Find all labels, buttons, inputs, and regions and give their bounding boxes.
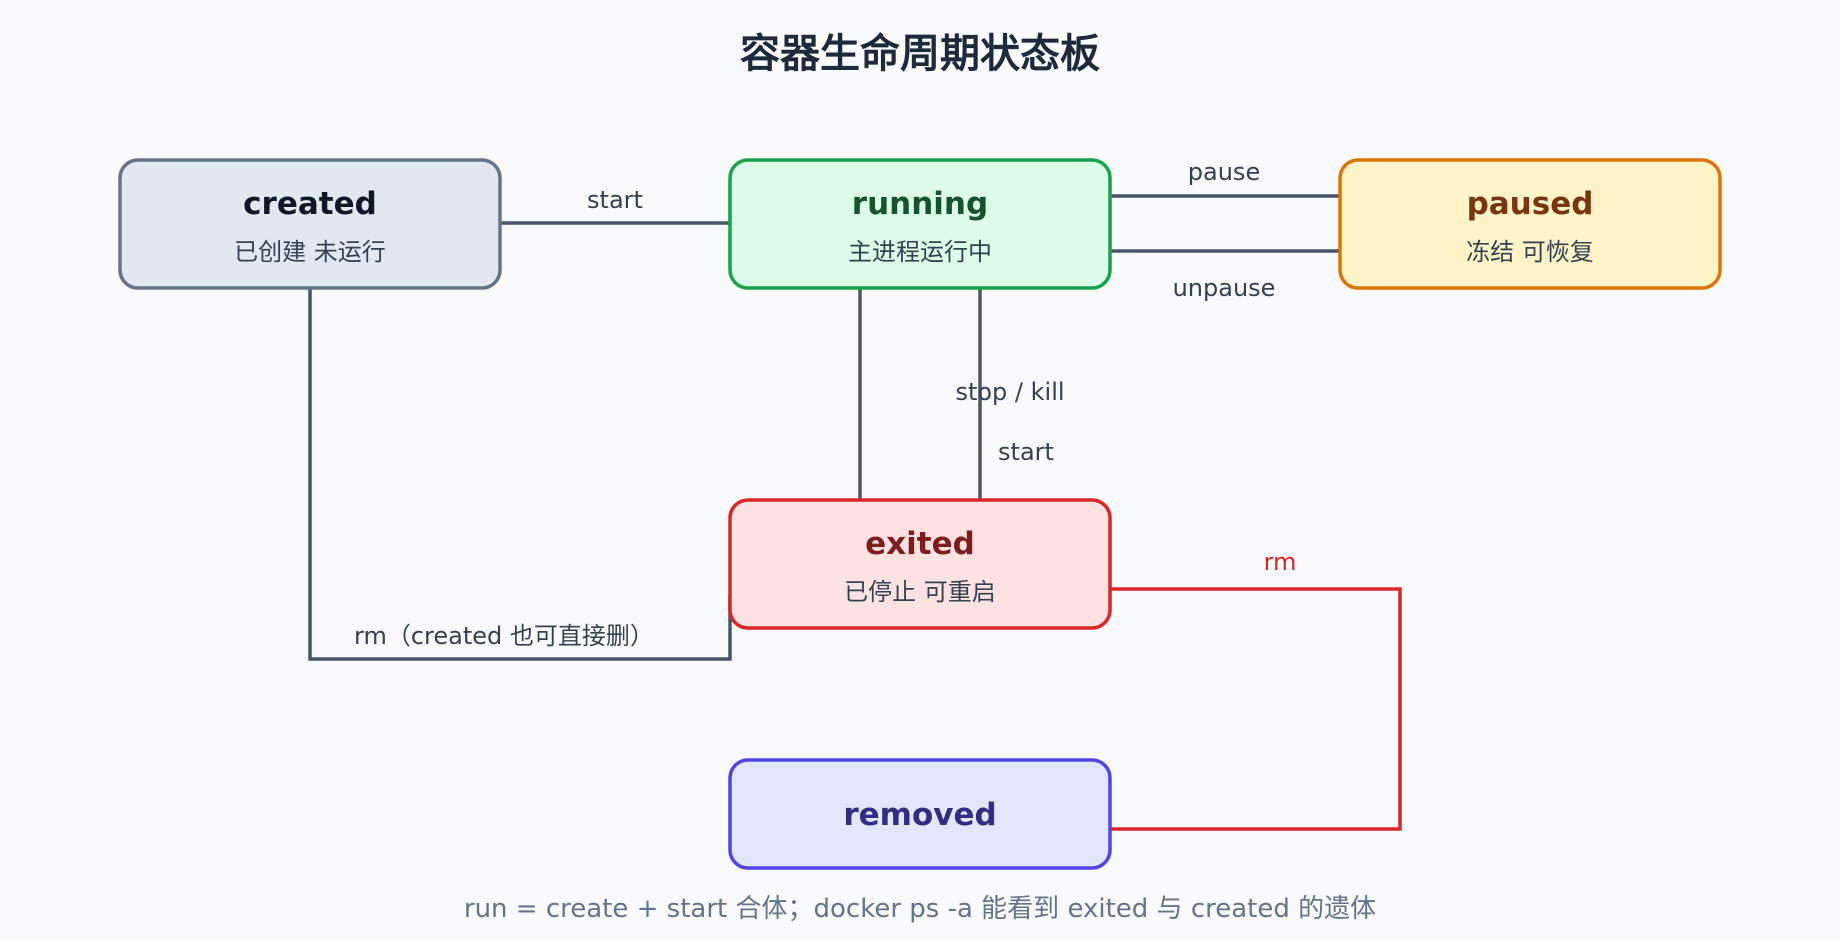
edge-labels: start pause unpause stop / kill start rm… [354,158,1296,650]
state-removed[interactable]: removed [728,758,1112,870]
label-exited-removed: rm [1264,548,1297,576]
state-description: 已停止 可重启 [844,578,996,606]
state-name: running [852,186,988,222]
label-running-exited: stop / kill [955,378,1064,406]
label-exited-running: start [998,438,1054,466]
label-paused-running: unpause [1173,274,1276,302]
state-running[interactable]: running 主进程运行中 [728,158,1112,290]
state-exited[interactable]: exited 已停止 可重启 [728,498,1112,630]
label-created-running: start [587,186,643,214]
state-box [1338,158,1722,290]
state-description: 已创建 未运行 [234,238,386,266]
state-name: removed [843,797,996,833]
edge-exited-removed [1110,587,1402,831]
state-name: paused [1467,186,1594,222]
state-box [118,158,502,290]
diagram-title: 容器生命周期状态板 [740,31,1100,77]
state-description: 主进程运行中 [848,238,992,266]
state-name: exited [865,526,975,562]
edge-created-removed [308,288,732,661]
state-paused[interactable]: paused 冻结 可恢复 [1338,158,1722,290]
state-box [728,498,1112,630]
label-created-removed: rm（created 也可直接删） [354,622,654,650]
state-box [728,758,1112,870]
footer-note: run = create + start 合体；docker ps -a 能看到… [464,894,1376,924]
state-name: created [243,186,377,222]
edges [308,194,1402,831]
label-running-paused: pause [1188,158,1260,186]
state-created[interactable]: created 已创建 未运行 [118,158,502,290]
state-description: 冻结 可恢复 [1466,238,1594,266]
state-box [728,158,1112,290]
